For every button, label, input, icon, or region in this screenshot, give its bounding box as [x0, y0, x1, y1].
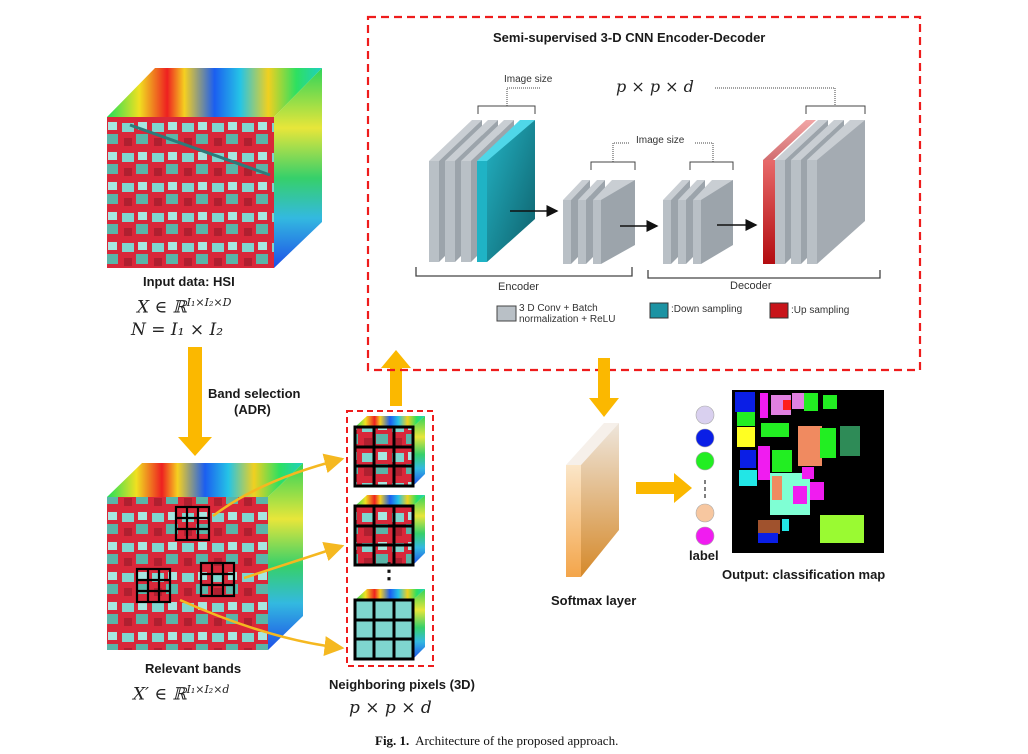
legend-down-label: :Down sampling	[671, 304, 743, 315]
neighbor-patch	[353, 495, 425, 567]
band-selection-method: (ADR)	[234, 402, 271, 417]
label-title: label	[689, 548, 719, 563]
label-circles	[695, 405, 715, 546]
decoder-label: Decoder	[730, 280, 772, 292]
relevant-bands-cube	[107, 463, 303, 650]
stage-brackets	[415, 267, 881, 279]
conv-block	[807, 120, 865, 264]
cnn-dims: p × p × d	[616, 77, 694, 96]
legend-up-label: :Up sampling	[791, 305, 850, 316]
label-circle	[695, 503, 715, 523]
label-circle	[695, 405, 715, 425]
up-arrow	[381, 350, 411, 406]
neighbor-patch	[353, 416, 425, 488]
neighbor-patch	[353, 589, 425, 661]
right-arrow	[636, 473, 692, 503]
relevant-bands-title: Relevant bands	[145, 661, 242, 676]
label-circle	[695, 526, 715, 546]
neighboring-dashed-box	[346, 410, 434, 667]
encoder-blocks	[429, 120, 535, 262]
output-title: Output: classification map	[722, 567, 886, 582]
input-formula: X ∈ ℝI₁×I₂×D	[137, 296, 232, 318]
cube-front-face	[107, 117, 274, 268]
patch-arrows	[179, 453, 345, 657]
image-size-label-top: Image size	[504, 74, 553, 85]
bottleneck-decoder-blocks	[663, 180, 733, 264]
legend-conv-label: 3 D Conv + Batch normalization + ReLU	[519, 303, 616, 325]
label-circle	[695, 451, 715, 471]
figure-caption: Fig. 1. Architecture of the proposed app…	[375, 733, 619, 748]
encoder-label: Encoder	[498, 281, 539, 293]
label-circle	[695, 428, 715, 448]
patch-grid	[135, 567, 172, 604]
cube-side-face	[274, 68, 322, 268]
bottleneck-encoder-blocks	[563, 180, 635, 264]
band-selection-arrow	[178, 347, 212, 456]
neighbor-ellipsis: ⋮	[378, 558, 400, 583]
input-title: Input data: HSI	[143, 274, 235, 289]
input-formula-n: N = I₁ × I₂	[131, 320, 224, 340]
cnn-title: Semi-supervised 3-D CNN Encoder-Decoder	[493, 30, 766, 45]
cube-top-face	[107, 68, 322, 117]
band-selection-label: Band selection	[208, 386, 301, 401]
patch-grid	[199, 561, 236, 598]
classification-map	[732, 390, 884, 553]
softmax-layer-shape	[566, 423, 619, 577]
softmax-title: Softmax layer	[551, 593, 637, 608]
decoder-blocks	[763, 120, 865, 264]
down-arrow	[589, 358, 619, 417]
patch-grid	[174, 505, 211, 542]
upsampling-block	[763, 120, 816, 264]
neighboring-formula: p × p × d	[349, 698, 432, 718]
legend-swatch-up	[769, 302, 789, 319]
downsampling-block	[477, 120, 535, 262]
neighboring-title: Neighboring pixels (3D)	[329, 677, 475, 692]
image-size-brackets	[477, 87, 866, 170]
relevant-bands-formula: X′ ∈ ℝI₁×I₂×d	[133, 683, 230, 705]
cnn-dashed-box	[366, 15, 922, 372]
image-size-label-mid: Image size	[636, 135, 685, 146]
input-hsi-cube	[107, 68, 322, 268]
legend-swatch-conv	[496, 305, 517, 322]
legend-swatch-down	[649, 302, 669, 319]
